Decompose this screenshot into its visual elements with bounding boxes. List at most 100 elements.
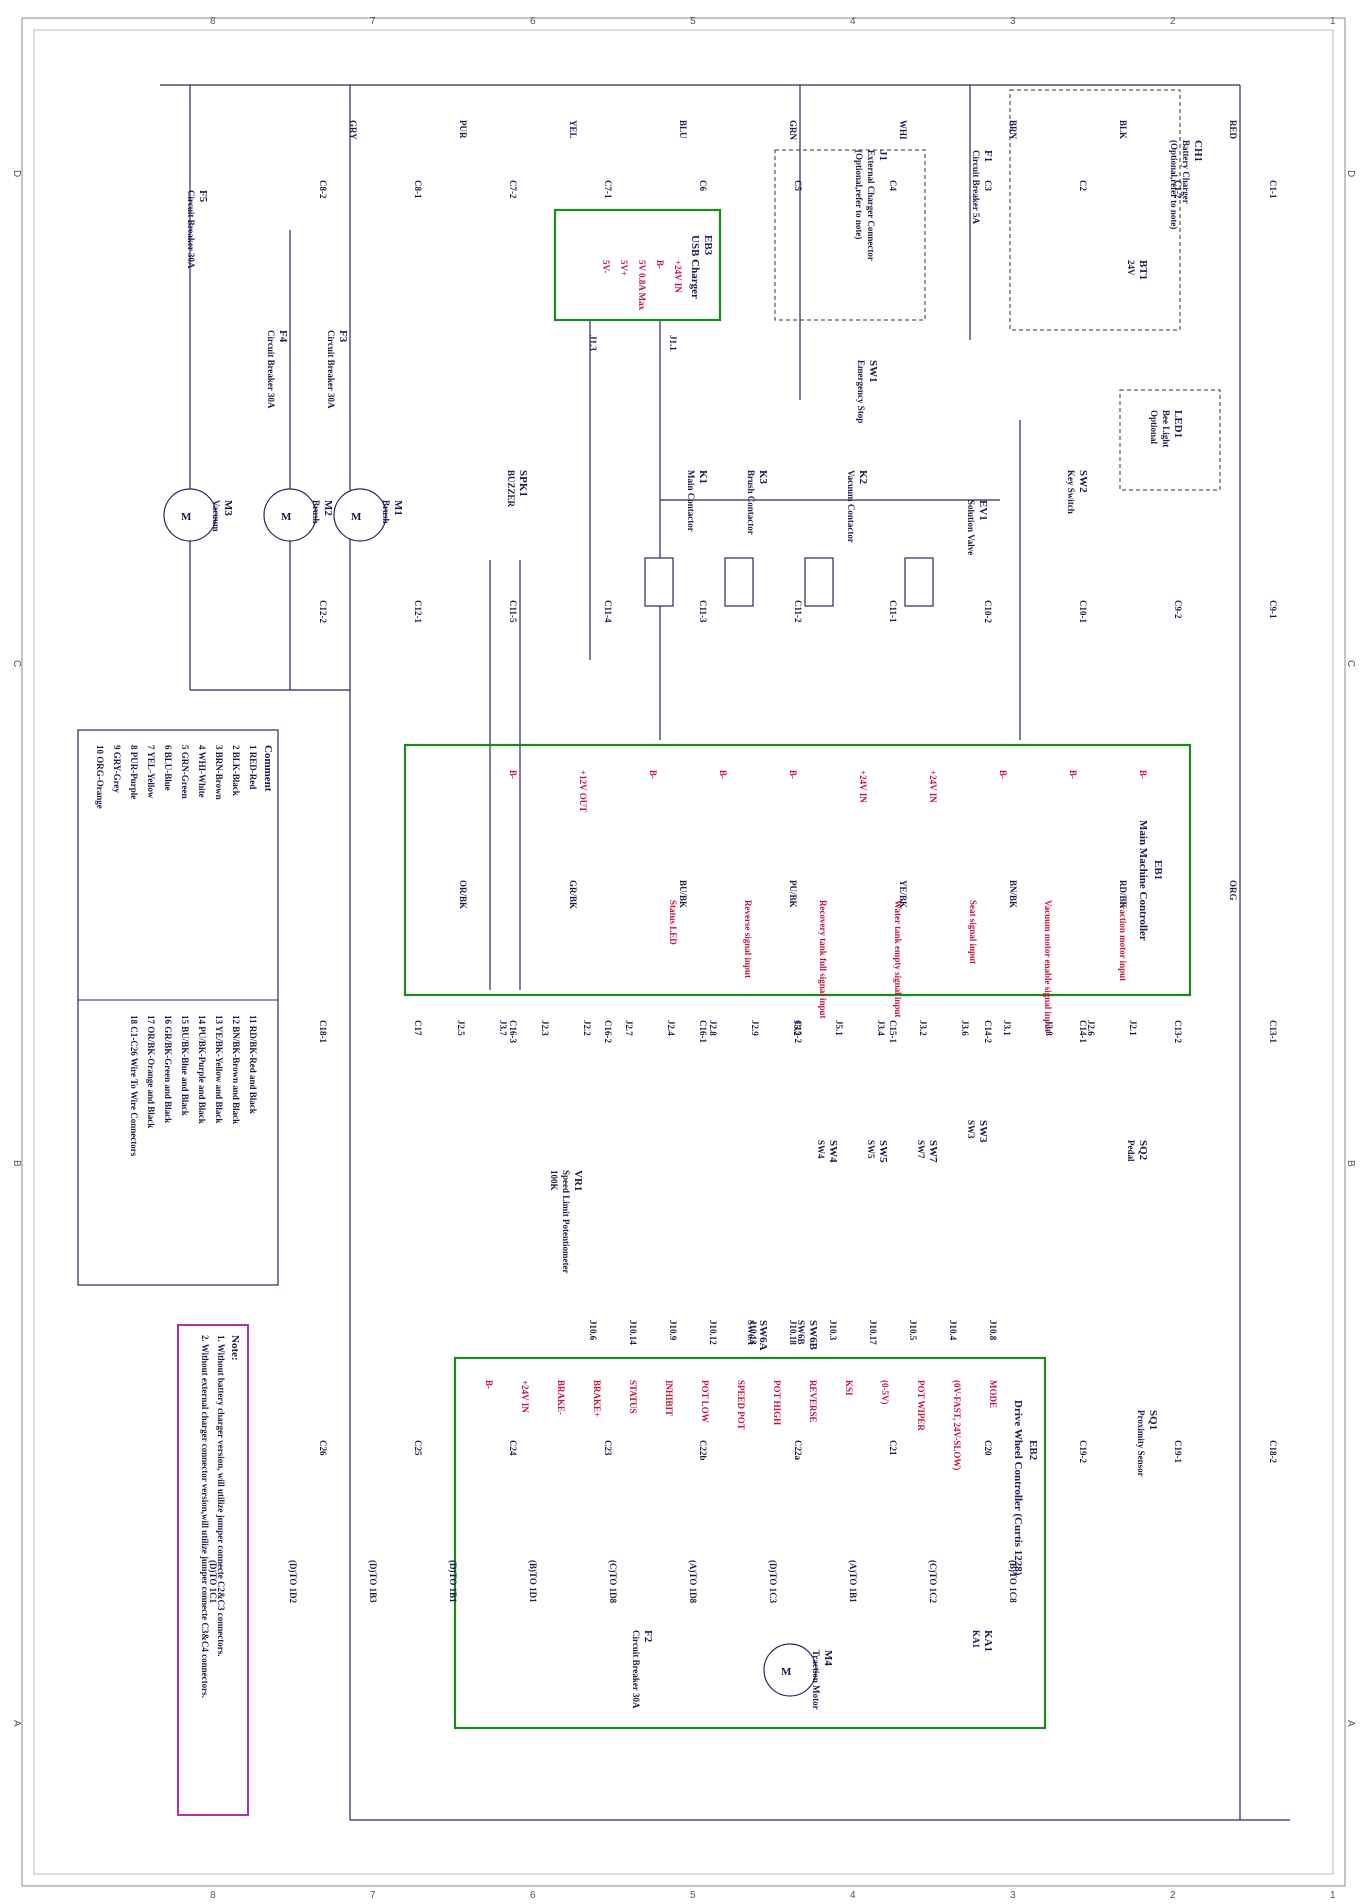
component-k1-id: K1 — [697, 470, 709, 484]
connector-c24: C24 — [508, 1440, 518, 1456]
eb2-connector-10: J10.6 — [588, 1320, 598, 1341]
connector-c3: C3 — [983, 180, 993, 191]
component-f5-label: Circuit Breaker 30A — [186, 190, 196, 269]
motor-m1-glyph: M — [351, 511, 362, 523]
eb2-signal-6: POT HIGH — [772, 1380, 782, 1425]
component-m3-id: M3 — [222, 500, 234, 516]
eb1-name: EB1 — [1152, 860, 1164, 880]
grid-col-a-left: A — [11, 1720, 22, 1727]
ref-1: (C)TO 1C2 — [928, 1560, 938, 1604]
eb3-connector-1: J1.3 — [588, 335, 598, 351]
legend-right-0: 11 RD/BK-Red and Black — [248, 1015, 258, 1114]
eb2-signal-2: POT WIPER — [916, 1380, 926, 1431]
eb1-signal-3: Water tank empty signal input — [893, 900, 903, 1017]
connector-c16-2: C16-2 — [603, 1020, 613, 1043]
wire-color-8: GRY — [348, 120, 358, 140]
grid-col-b-right: B — [1345, 1160, 1356, 1167]
grid-row-5-bottom: 5 — [690, 1890, 696, 1901]
eb2-signal-1: (0V-FAST, 24V-SLOW) — [952, 1380, 962, 1470]
component-m4-label: Traction Motor — [811, 1650, 821, 1710]
eb1-pin-6: B- — [718, 770, 728, 779]
grid-row-8-bottom: 8 — [210, 1890, 216, 1901]
legend-right-6: 17 OR/BK-Orange and Black — [146, 1015, 156, 1128]
connector-c2: C2 — [1078, 180, 1088, 191]
grid-row-2-top: 2 — [1170, 16, 1176, 27]
component-sw2-id: SW2 — [1077, 470, 1089, 493]
component-led1-label: Bee Light — [1161, 410, 1171, 447]
legend-title: Comment — [262, 745, 274, 792]
connector-c12-1: C12-1 — [413, 600, 423, 623]
legend-left-5: 6 BLU-Blue — [163, 745, 173, 791]
grid-col-d-right: D — [1345, 170, 1356, 177]
grid-row-1-top: 1 — [1330, 16, 1336, 27]
component-sw7-id: SW7 — [927, 1140, 939, 1163]
component-sw6b-label: SW6B — [796, 1320, 806, 1345]
component-spk1-label: BUZZER — [506, 470, 516, 508]
eb1-signal-6: Status LED — [668, 900, 678, 945]
grid-col-b-left: B — [11, 1160, 22, 1167]
eb2-signal-9: INHIBIT — [664, 1380, 674, 1416]
wire-color-4: GRN — [788, 120, 798, 141]
eb1-box — [403, 743, 1192, 997]
eb3-pin-0: +24V IN — [673, 260, 683, 293]
connector-c20: C20 — [983, 1440, 993, 1456]
connector-c18-1: C18-1 — [318, 1020, 328, 1043]
connector-c5: C5 — [793, 180, 803, 191]
eb1-connector-9: J2.9 — [750, 1020, 760, 1036]
eb1-connector-12: J2.7 — [624, 1020, 634, 1036]
component-f5-id: F5 — [197, 190, 209, 203]
eb2-connector-5: J10.18 — [788, 1320, 798, 1345]
connector-c11-5: C11-5 — [508, 600, 518, 623]
eb1-connector-2: J3.8 — [1044, 1020, 1054, 1036]
grid-col-d-left: D — [11, 170, 22, 177]
eb3-name: EB3 — [702, 235, 714, 256]
eb3-pin-2: 5V 0.8A Max — [637, 260, 647, 311]
legend-right-2: 13 YE/BK-Yellow and Black — [214, 1015, 224, 1123]
connector-c1-1: C1-1 — [1268, 180, 1278, 199]
grid-col-c-right: C — [1345, 660, 1356, 667]
connector-c16-3: C16-3 — [508, 1020, 518, 1043]
component-k2-label: Vacuum Contactor — [846, 470, 856, 543]
component-j1-id: J1 — [877, 150, 889, 161]
component-k3-label: Brush Contactor — [746, 470, 756, 535]
connector-c15-2: C15-2 — [793, 1020, 803, 1043]
connector-c7-2: C7-2 — [508, 180, 518, 199]
connector-labels: C1-1C1-2C2C3C4C5C6C7-1C7-2C8-1C8-2C9-1C9… — [318, 180, 1278, 1463]
battery-charger-block — [1009, 89, 1181, 331]
ref-3: (D)TO 1C3 — [768, 1560, 778, 1604]
motor-m4 — [763, 1643, 817, 1697]
connector-c8-2: C8-2 — [318, 180, 328, 199]
grid-labels-side: D D C C B B A A — [11, 170, 1356, 1727]
eb1-signal-4: Recovery tank full signal input — [818, 900, 828, 1019]
component-f4-label: Circuit Breaker 30A — [266, 330, 276, 409]
eb2-signal-13: +24V IN — [520, 1380, 530, 1413]
eb2-connector-8: J10.9 — [668, 1320, 678, 1341]
eb2-signal-10: STATUS — [628, 1380, 638, 1414]
eb3-pin-1: B- — [655, 260, 665, 269]
motors: M M M M — [163, 488, 817, 1697]
component-sq2-id: SQ2 — [1137, 1140, 1149, 1161]
component-k1-label: Main Contactor — [686, 470, 696, 532]
connector-c21: C21 — [888, 1440, 898, 1456]
connector-c7-1: C7-1 — [603, 180, 613, 199]
connector-c11-3: C11-3 — [698, 600, 708, 623]
component-ev1-label: Solution Valve — [966, 500, 976, 555]
grid-col-c-left: C — [11, 660, 22, 667]
coil-k2 — [804, 557, 834, 607]
component-sw3-label: SW3 — [966, 1120, 976, 1139]
note-box — [177, 1324, 249, 1816]
eb1-pin-7: B- — [648, 770, 658, 779]
grid-row-8-top: 8 — [210, 16, 216, 27]
component-f4-id: F4 — [277, 330, 289, 343]
connector-c19-2: C19-2 — [1078, 1440, 1088, 1463]
eb2-connector-9: J10.14 — [628, 1320, 638, 1345]
component-sw3-id: SW3 — [977, 1120, 989, 1143]
grid-col-a-right: A — [1345, 1720, 1356, 1727]
eb2-connector-3: J10.17 — [868, 1320, 878, 1345]
connector-c9-1: C9-1 — [1268, 600, 1278, 619]
ref-6: (B)TO 1D1 — [528, 1560, 538, 1603]
